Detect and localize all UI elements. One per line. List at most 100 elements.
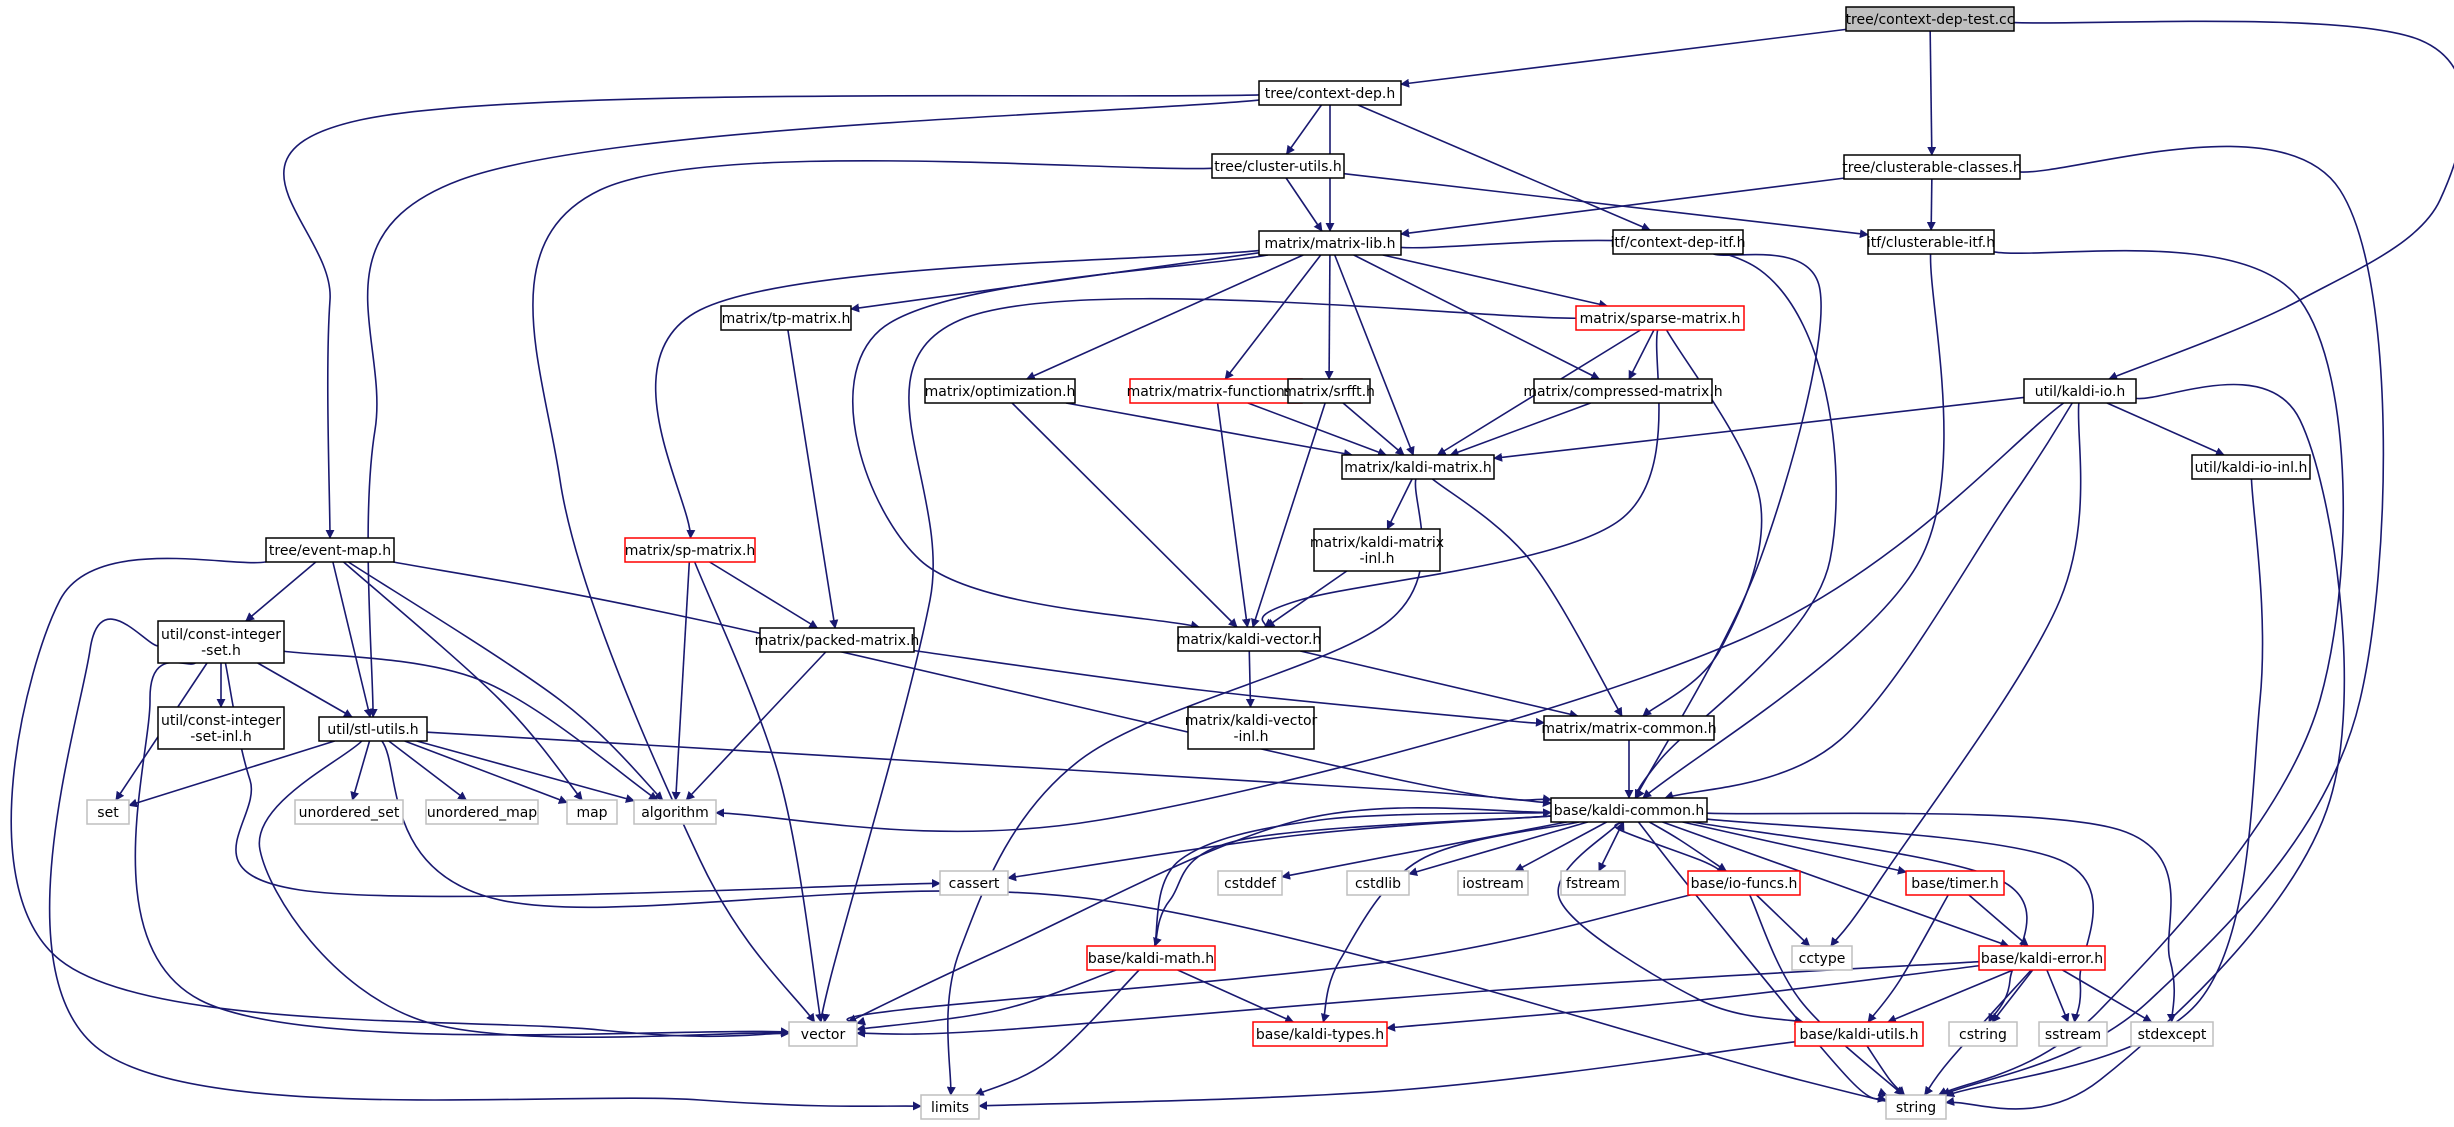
node-root[interactable]: tree/context-dep-test.cc: [1845, 6, 2015, 32]
node-compressed[interactable]: matrix/compressed-matrix.h: [1523, 378, 1723, 404]
edge-timer-to-kerror: [1968, 894, 2029, 947]
edge-kcommon-to-iofuncs: [1648, 821, 1727, 872]
node-box-eventmap: [265, 537, 395, 563]
node-label: string: [1896, 1100, 1936, 1116]
node-srfft[interactable]: matrix/srfft.h: [1283, 378, 1375, 404]
edge-iofuncs-to-cctype: [1755, 894, 1811, 947]
node-optim[interactable]: matrix/optimization.h: [924, 378, 1076, 404]
edge-layer: [10, 20, 2454, 1111]
node-label: base/kaldi-utils.h: [1799, 1027, 1918, 1043]
node-mcommon[interactable]: matrix/matrix-common.h: [1541, 715, 1717, 741]
node-limits: limits: [920, 1094, 980, 1120]
node-box-packed: [759, 627, 915, 653]
edge-spmatrix-to-algorithm: [671, 561, 691, 801]
node-box-kvecinl: [1187, 706, 1315, 750]
node-label: cstdlib: [1355, 876, 1401, 892]
node-box-mfunc: [1129, 378, 1303, 404]
node-box-clusteritf: [1867, 229, 1995, 255]
node-label: map: [576, 805, 607, 821]
node-cassert: cassert: [939, 870, 1009, 896]
node-label: base/kaldi-types.h: [1256, 1027, 1384, 1043]
node-label: -inl.h: [1359, 551, 1394, 567]
node-ktypes[interactable]: base/kaldi-types.h: [1252, 1021, 1388, 1047]
node-box-algorithm: [633, 799, 717, 825]
edge-matrixlib-to-mfunc: [1224, 254, 1322, 380]
node-tpmatrix[interactable]: matrix/tp-matrix.h: [720, 305, 852, 331]
node-box-kaldimatrix: [1341, 454, 1495, 480]
node-cctype: cctype: [1791, 945, 1853, 971]
node-label: vector: [801, 1027, 846, 1043]
node-kvecinl[interactable]: matrix/kaldi-vector-inl.h: [1185, 706, 1318, 750]
edge-matrixlib-to-srfft: [1324, 254, 1334, 380]
node-vector: vector: [788, 1021, 858, 1047]
node-fstream: fstream: [1560, 870, 1626, 896]
edge-kaldiio-to-algorithm: [715, 402, 2065, 833]
edge-tpmatrix-to-packed: [787, 329, 839, 629]
edge-eventmap-to-vector: [10, 557, 790, 1038]
node-box-vector: [788, 1021, 858, 1047]
edge-constint-to-vector: [134, 661, 790, 1037]
node-matrixlib[interactable]: matrix/matrix-lib.h: [1258, 230, 1402, 256]
node-kaldiio[interactable]: util/kaldi-io.h: [2023, 378, 2137, 404]
edge-kerror-to-kutils: [1887, 969, 2014, 1024]
node-kutils[interactable]: base/kaldi-utils.h: [1794, 1021, 1924, 1047]
node-sstream: sstream: [2038, 1021, 2108, 1047]
node-kaldimatrix[interactable]: matrix/kaldi-matrix.h: [1341, 454, 1495, 480]
node-packed[interactable]: matrix/packed-matrix.h: [755, 627, 920, 653]
edge-clusterable-to-clusteritf: [1926, 178, 1936, 231]
node-kmath[interactable]: base/kaldi-math.h: [1086, 945, 1216, 971]
node-kmatinl[interactable]: matrix/kaldi-matrix-inl.h: [1310, 528, 1444, 572]
node-eventmap[interactable]: tree/event-map.h: [265, 537, 395, 563]
edge-kcommon-to-timer: [1682, 821, 1907, 875]
node-sparse[interactable]: matrix/sparse-matrix.h: [1575, 305, 1745, 331]
edge-stlutils-to-uset: [350, 740, 371, 801]
node-clusterable[interactable]: tree/clusterable-classes.h: [1842, 154, 2022, 180]
node-label: util/kaldi-io.h: [2035, 384, 2126, 400]
node-umap: unordered_map: [425, 799, 539, 825]
node-label: util/kaldi-io-inl.h: [2195, 460, 2308, 476]
edge-compressed-to-kaldimatrix: [1449, 402, 1591, 457]
node-box-constint: [157, 620, 285, 664]
node-clusteritf[interactable]: itf/clusterable-itf.h: [1867, 229, 1995, 255]
node-uset: unordered_set: [294, 799, 404, 825]
node-map: map: [566, 799, 618, 825]
edge-timer-to-kutils: [1867, 894, 1949, 1023]
edge-mfunc-to-kvector: [1216, 402, 1251, 628]
node-kvector[interactable]: matrix/kaldi-vector.h: [1177, 626, 1322, 652]
node-label: iostream: [1462, 876, 1524, 892]
node-ctxdep[interactable]: tree/context-dep.h: [1258, 80, 1402, 106]
node-kerror[interactable]: base/kaldi-error.h: [1978, 945, 2106, 971]
node-ctxdepitf[interactable]: itf/context-dep-itf.h: [1611, 229, 1746, 255]
node-label: matrix/kaldi-vector.h: [1177, 632, 1322, 648]
node-constintinl[interactable]: util/const-integer-set-inl.h: [157, 706, 285, 750]
node-kaldiioinl[interactable]: util/kaldi-io-inl.h: [2191, 454, 2311, 480]
node-label: matrix/matrix-lib.h: [1264, 236, 1395, 252]
edge-stlutils-to-set: [128, 740, 335, 808]
node-label: unordered_map: [427, 805, 537, 821]
node-timer[interactable]: base/timer.h: [1905, 870, 2005, 896]
edge-sparse-to-kvector: [1261, 329, 1660, 628]
node-cstring: cstring: [1948, 1021, 2018, 1047]
node-stlutils[interactable]: util/stl-utils.h: [318, 716, 428, 742]
edge-matrixlib-to-sparse: [1382, 254, 1609, 309]
node-mfunc[interactable]: matrix/matrix-functions.h: [1127, 378, 1306, 404]
edge-kerror-to-cstring: [1991, 969, 2034, 1023]
node-iofuncs[interactable]: base/io-funcs.h: [1687, 870, 1801, 896]
node-constint[interactable]: util/const-integer-set.h: [157, 620, 285, 664]
node-clusterutils[interactable]: tree/cluster-utils.h: [1211, 153, 1345, 179]
edge-matrixlib-to-spmatrix: [654, 249, 1260, 539]
edge-kerror-to-sstream: [2046, 969, 2070, 1023]
node-box-kvector: [1177, 626, 1321, 652]
node-box-mcommon: [1543, 715, 1715, 741]
node-kcommon[interactable]: base/kaldi-common.h: [1550, 797, 1708, 823]
edge-clusterutils-to-clusteritf: [1343, 172, 1869, 239]
node-label: matrix/kaldi-matrix.h: [1344, 460, 1491, 476]
node-spmatrix[interactable]: matrix/sp-matrix.h: [624, 537, 756, 563]
edge-kcommon-to-cstddef: [1281, 821, 1567, 880]
edge-kerror-to-vector: [856, 960, 1980, 1038]
node-label: matrix/tp-matrix.h: [722, 311, 851, 327]
node-box-srfft: [1287, 378, 1371, 404]
edge-root-to-kaldiio: [2013, 20, 2454, 381]
node-label: itf/clusterable-itf.h: [1867, 235, 1995, 251]
